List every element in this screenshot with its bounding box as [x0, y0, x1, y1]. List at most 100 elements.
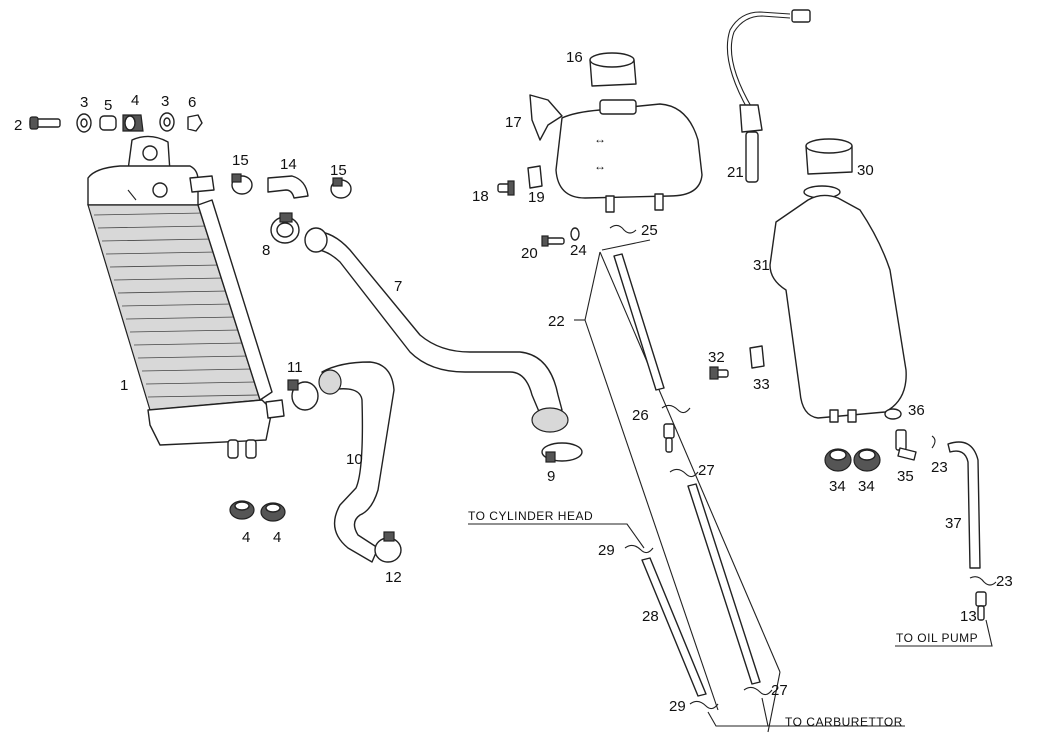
callout-35: 35	[897, 468, 914, 485]
spacer-5	[99, 115, 117, 131]
clamp-15a	[231, 173, 253, 195]
valve-35	[895, 429, 917, 461]
callout-13: 13	[960, 608, 977, 625]
leader-oil-pump	[895, 619, 993, 647]
callout-19: 19	[528, 189, 545, 206]
clip-27a	[669, 468, 699, 478]
radiator	[87, 135, 285, 459]
screw-20	[541, 235, 565, 247]
clamp-11	[287, 379, 319, 411]
hose-7	[304, 227, 569, 433]
clip-36	[884, 408, 902, 420]
grommet-4b	[260, 502, 286, 522]
clip-29a	[624, 544, 654, 554]
clip-25	[609, 224, 637, 234]
callout-2: 2	[14, 117, 22, 134]
leader-carburettor	[707, 711, 905, 727]
callout-10: 10	[346, 451, 363, 468]
callout-28: 28	[642, 608, 659, 625]
callout-23a: 23	[931, 459, 948, 476]
callout-18: 18	[472, 188, 489, 205]
tank-cap-16	[589, 52, 637, 87]
level-sender-21	[726, 9, 811, 183]
elbow-hose-14	[267, 175, 309, 199]
callout-8: 8	[262, 242, 270, 259]
nut-6	[187, 114, 203, 132]
callout-4a: 4	[242, 529, 250, 546]
callout-4: 4	[131, 92, 139, 109]
oil-tank	[769, 138, 907, 423]
callout-15b: 15	[330, 162, 347, 179]
svg-text:↔: ↔	[594, 159, 607, 173]
clip-27b	[743, 686, 773, 696]
callout-29b: 29	[669, 698, 686, 715]
callout-9: 9	[547, 468, 555, 485]
callout-27b: 27	[771, 682, 788, 699]
callout-33: 33	[753, 376, 770, 393]
clip-23b	[969, 576, 997, 586]
callout-23b: 23	[996, 573, 1013, 590]
bushing-4	[122, 114, 144, 132]
grommet-4a	[229, 500, 255, 520]
callout-3a: 3	[80, 94, 88, 111]
hose-28	[641, 557, 707, 697]
washer-24	[570, 227, 580, 241]
expansion-tank: ↔ ↔	[529, 94, 703, 213]
clip-26	[661, 404, 691, 414]
grommet-34b	[853, 448, 881, 472]
clip-29b	[689, 700, 719, 710]
callout-27a: 27	[698, 462, 715, 479]
fitting-13	[975, 591, 987, 621]
screw-2	[29, 116, 61, 130]
screw-18	[497, 180, 515, 196]
grommet-34a	[824, 448, 852, 472]
clip-33	[749, 345, 765, 369]
clip-23a	[931, 435, 936, 449]
callout-29a: 29	[598, 542, 615, 559]
leader-cylinder-head	[468, 523, 645, 549]
bracket-22	[584, 239, 781, 733]
callout-24: 24	[570, 242, 587, 259]
clamp-9	[541, 442, 583, 463]
callout-31: 31	[753, 257, 770, 274]
callout-30: 30	[857, 162, 874, 179]
callout-22: 22	[548, 313, 565, 330]
callout-6: 6	[188, 94, 196, 111]
callout-16: 16	[566, 49, 583, 66]
clamp-8	[270, 212, 300, 244]
callout-21: 21	[727, 164, 744, 181]
clip-19	[527, 165, 543, 189]
callout-25: 25	[641, 222, 658, 239]
clamp-12	[374, 531, 402, 563]
callout-36: 36	[908, 402, 925, 419]
callout-3b: 3	[161, 93, 169, 110]
label-to-cylinder-head: TO CYLINDER HEAD	[468, 509, 593, 523]
svg-text:↔: ↔	[594, 132, 607, 146]
callout-1: 1	[120, 377, 128, 394]
screw-32	[709, 366, 729, 380]
callout-14: 14	[280, 156, 297, 173]
hose-27	[687, 483, 761, 685]
callout-4b: 4	[273, 529, 281, 546]
callout-17: 17	[505, 114, 522, 131]
callout-32: 32	[708, 349, 725, 366]
callout-20: 20	[521, 245, 538, 262]
callout-11: 11	[287, 359, 303, 376]
clamp-15b	[330, 177, 352, 199]
label-to-carburettor: TO CARBURETTOR	[785, 715, 903, 729]
hose-37	[947, 441, 981, 569]
hose-22	[613, 253, 665, 391]
callout-37: 37	[945, 515, 962, 532]
callout-15a: 15	[232, 152, 249, 169]
callout-7: 7	[394, 278, 402, 295]
callout-34b: 34	[858, 478, 875, 495]
hose-10	[318, 361, 395, 563]
callout-12: 12	[385, 569, 402, 586]
tank-cap-30	[805, 138, 853, 175]
label-to-oil-pump: TO OIL PUMP	[896, 631, 978, 645]
fitting-26	[663, 423, 675, 453]
callout-5: 5	[104, 97, 112, 114]
callout-26: 26	[632, 407, 649, 424]
callout-34a: 34	[829, 478, 846, 495]
